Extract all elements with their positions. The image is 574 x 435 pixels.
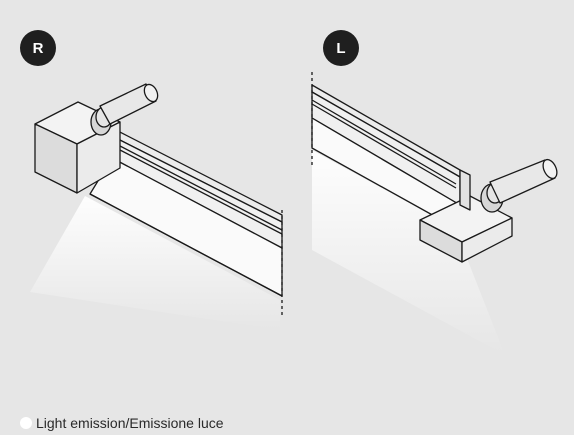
right-badge: R [20, 30, 56, 66]
light-beam-right [30, 196, 280, 330]
fixture-left [311, 72, 558, 355]
end-cap-side-left [461, 217, 513, 263]
light-beam-left [312, 150, 505, 355]
legend-label: Light emission/Emissione luce [36, 415, 224, 431]
left-badge: L [323, 30, 359, 66]
fixture-right [30, 83, 283, 330]
legend: Light emission/Emissione luce [20, 414, 224, 432]
light-emission-dot-icon [20, 417, 32, 429]
